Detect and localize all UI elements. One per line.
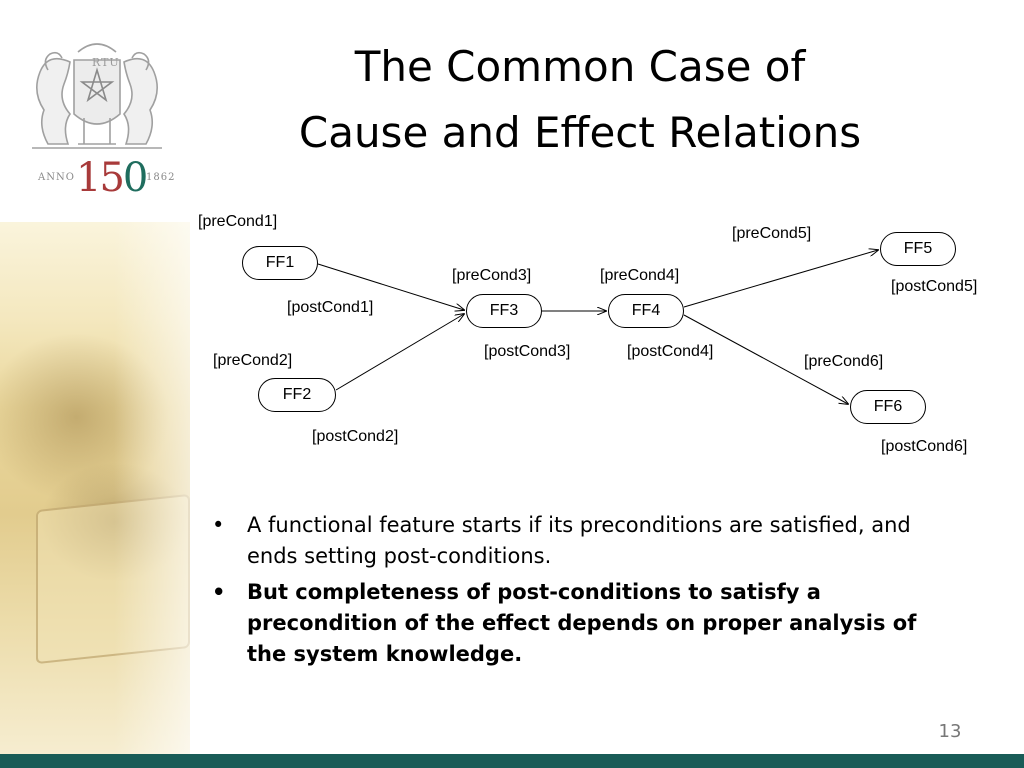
logo-year-text: 1862 xyxy=(146,172,176,183)
logo-150-text: 150 xyxy=(76,155,148,201)
node-ff4: FF4 xyxy=(608,294,684,328)
arrow-ff2-ff3 xyxy=(335,314,464,391)
label-precond4: [preCond4] xyxy=(600,267,680,284)
label-postcond4: [postCond4] xyxy=(627,343,714,360)
bullet-marker: • xyxy=(212,513,225,537)
decorative-photo-strip xyxy=(0,222,190,754)
diagram-arrows xyxy=(317,200,1024,480)
label-precond3: [preCond3] xyxy=(452,267,532,284)
label-precond6: [preCond6] xyxy=(804,353,884,370)
label-precond1: [preCond1] xyxy=(198,213,278,230)
node-ff5: FF5 xyxy=(880,232,956,266)
node-ff3: FF3 xyxy=(466,294,542,328)
arrow-ff4-ff6 xyxy=(683,314,848,404)
logo-rtu-text: RTU xyxy=(92,56,120,69)
page-number: 13 xyxy=(938,721,962,742)
label-postcond6: [postCond6] xyxy=(881,438,968,455)
bullet-list: • A functional feature starts if its pre… xyxy=(200,510,960,675)
slide-title: The Common Case of Cause and Effect Rela… xyxy=(220,34,940,166)
bullet-item: • A functional feature starts if its pre… xyxy=(200,510,960,572)
bottom-bar xyxy=(0,754,1024,768)
label-postcond5: [postCond5] xyxy=(891,278,978,295)
title-line-1: The Common Case of xyxy=(354,42,806,91)
bullet-item: • But completeness of post-conditions to… xyxy=(200,577,960,670)
arrow-ff4-ff5 xyxy=(683,250,878,308)
bullet-text: A functional feature starts if its preco… xyxy=(247,513,911,568)
label-postcond2: [postCond2] xyxy=(312,428,399,445)
title-line-2: Cause and Effect Relations xyxy=(298,108,862,157)
label-postcond1: [postCond1] xyxy=(287,299,374,316)
node-ff1: FF1 xyxy=(242,246,318,280)
cause-effect-diagram: FF1 FF2 FF3 FF4 FF5 FF6 [preCond1] [post… xyxy=(190,200,1024,480)
label-precond5: [preCond5] xyxy=(732,225,812,242)
arrow-ff1-ff3 xyxy=(317,263,464,310)
node-ff6: FF6 xyxy=(850,390,926,424)
rtu-crest-icon xyxy=(32,43,162,149)
label-precond2: [preCond2] xyxy=(213,352,293,369)
logo-anno-text: ANNO xyxy=(38,172,75,183)
bullet-text: But completeness of post-conditions to s… xyxy=(247,580,917,666)
node-ff2: FF2 xyxy=(258,378,336,412)
label-postcond3: [postCond3] xyxy=(484,343,571,360)
rtu-logo: RTU ANNO 150 1862 xyxy=(18,22,176,201)
bullet-marker: • xyxy=(212,580,226,604)
